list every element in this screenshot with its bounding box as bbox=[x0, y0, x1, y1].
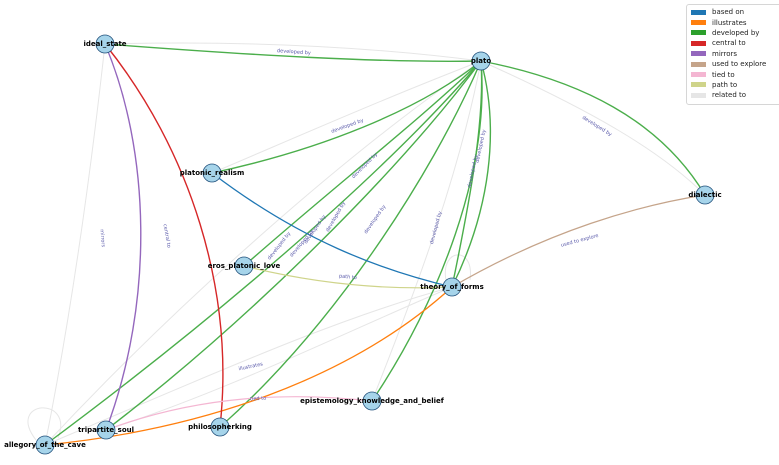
legend-label: tied to bbox=[712, 70, 735, 79]
edge-forms-self-loop bbox=[444, 254, 471, 281]
edge-plato-platonic-realism-related bbox=[211, 60, 482, 174]
edge-labels: developed by developed by developed by d… bbox=[98, 48, 612, 402]
edge-label-cave-forms: illustrates bbox=[238, 361, 264, 372]
node-label-philosopherking: philosopherking bbox=[188, 423, 252, 431]
edge-label-realism-forms: developed by bbox=[303, 214, 327, 245]
legend-label: related to bbox=[712, 91, 747, 100]
legend-swatch bbox=[691, 40, 706, 46]
edge-forms-developed-by-plato-2 bbox=[451, 60, 483, 288]
edge-epistemology-developed-by-plato bbox=[371, 60, 483, 402]
edge-label-soul-ideal: mirrors bbox=[98, 229, 106, 248]
edge-label-soul-epistemology: tied to bbox=[250, 396, 267, 403]
edge-label-soul-plato: developed by bbox=[363, 204, 387, 235]
edge-cave-ideal-related bbox=[44, 43, 106, 446]
legend-swatch bbox=[691, 51, 706, 57]
legend-label: central to bbox=[712, 39, 746, 48]
edge-cave-plato-related bbox=[44, 60, 482, 446]
edge-king-central-to-ideal bbox=[104, 43, 224, 428]
edge-plato-dialectic-related bbox=[480, 60, 706, 196]
node-label-plato: plato bbox=[471, 57, 491, 65]
node-label-tripartite-soul: tripartite_soul bbox=[78, 426, 134, 434]
edges-related-to bbox=[27, 42, 706, 446]
node-label-platonic-realism: platonic_realism bbox=[180, 169, 245, 177]
edge-cave-developed-by-plato bbox=[44, 60, 482, 446]
node-dialectic[interactable] bbox=[695, 185, 715, 205]
edges-developed-by bbox=[44, 43, 706, 446]
edge-epistemology-plato-related bbox=[371, 60, 482, 402]
node-label-dialectic: dialectic bbox=[688, 191, 721, 199]
legend-item-used-to-explore: used to explore bbox=[691, 59, 779, 69]
edge-soul-mirrors-ideal bbox=[104, 43, 142, 431]
legend-item-mirrors: mirrors bbox=[691, 49, 779, 59]
legend-swatch bbox=[691, 30, 706, 36]
node-label-theory-of-forms: theory_of_forms bbox=[420, 283, 484, 291]
edge-ideal-state-plato-related bbox=[104, 42, 482, 62]
node-plato[interactable] bbox=[471, 51, 491, 71]
edge-realism-developed-by-plato bbox=[211, 60, 482, 174]
legend-item-developed-by: developed by bbox=[691, 28, 779, 38]
node-philosopherking[interactable] bbox=[210, 417, 230, 437]
node-label-eros-platonic-love: eros_platonic_love bbox=[208, 262, 281, 270]
legend-item-central-to: central to bbox=[691, 38, 779, 48]
legend-item-tied-to: tied to bbox=[691, 69, 779, 79]
legend: based on illustrates developed by centra… bbox=[686, 4, 779, 105]
edge-cave-forms-related bbox=[44, 286, 453, 446]
legend-label: illustrates bbox=[712, 18, 747, 27]
node-eros-platonic-love[interactable] bbox=[234, 256, 254, 276]
legend-label: mirrors bbox=[712, 49, 738, 58]
node-tripartite-soul[interactable] bbox=[96, 420, 116, 440]
edge-forms-developed-by-plato bbox=[451, 60, 492, 288]
edge-ideal-state-developed-by-plato bbox=[104, 43, 482, 63]
legend-swatch bbox=[691, 92, 706, 98]
legend-label: used to explore bbox=[712, 60, 767, 69]
node-platonic-realism[interactable] bbox=[202, 163, 222, 183]
legend-swatch bbox=[691, 72, 706, 78]
edge-label-epistemology-plato: developed by bbox=[429, 211, 444, 245]
legend-item-path-to: path to bbox=[691, 80, 779, 90]
edge-label-forms-based: developed by bbox=[325, 201, 347, 233]
edge-label-dialectic-forms: used to explore bbox=[560, 233, 599, 249]
node-allegory-of-the-cave[interactable] bbox=[35, 435, 55, 455]
edge-label-king-ideal: central to bbox=[162, 224, 172, 249]
legend-label: based on bbox=[712, 8, 745, 17]
node-ideal-state[interactable] bbox=[95, 34, 115, 54]
edge-forms-based-on-realism bbox=[211, 172, 453, 288]
edge-king-developed-by-plato bbox=[219, 60, 482, 428]
edge-soul-developed-by-plato bbox=[105, 60, 482, 431]
edge-label-ideal-plato: developed by bbox=[277, 48, 311, 56]
legend-label: developed by bbox=[712, 28, 760, 37]
node-labels: ideal_state plato platonic_realism diale… bbox=[4, 40, 722, 449]
node-theory-of-forms[interactable] bbox=[442, 277, 462, 297]
edge-eros-developed-by-plato bbox=[243, 60, 482, 267]
node-epistemology[interactable] bbox=[362, 391, 382, 411]
edge-dialectic-used-to-explore-forms bbox=[451, 194, 706, 288]
legend-item-illustrates: illustrates bbox=[691, 17, 779, 27]
legend-label: path to bbox=[712, 80, 738, 89]
edge-cave-self-loop bbox=[27, 407, 61, 441]
legend-swatch bbox=[691, 82, 706, 88]
legend-swatch bbox=[691, 9, 706, 15]
node-label-ideal-state: ideal_state bbox=[83, 40, 126, 48]
edge-label-eros-forms: path to bbox=[339, 273, 358, 281]
legend-swatch bbox=[691, 20, 706, 26]
legend-swatch bbox=[691, 61, 706, 67]
edge-eros-path-to-forms bbox=[243, 265, 453, 289]
edge-soul-tied-to-epistemology bbox=[105, 396, 373, 431]
nodes bbox=[35, 34, 715, 455]
legend-item-based-on: based on bbox=[691, 7, 779, 17]
node-label-epistemology: epistemology_knowledge_and_belief bbox=[300, 397, 445, 405]
node-label-allegory-of-the-cave: allegory_of_the_cave bbox=[4, 441, 86, 449]
edge-dialectic-developed-by-plato bbox=[480, 60, 706, 196]
legend-item-related-to: related to bbox=[691, 90, 779, 100]
